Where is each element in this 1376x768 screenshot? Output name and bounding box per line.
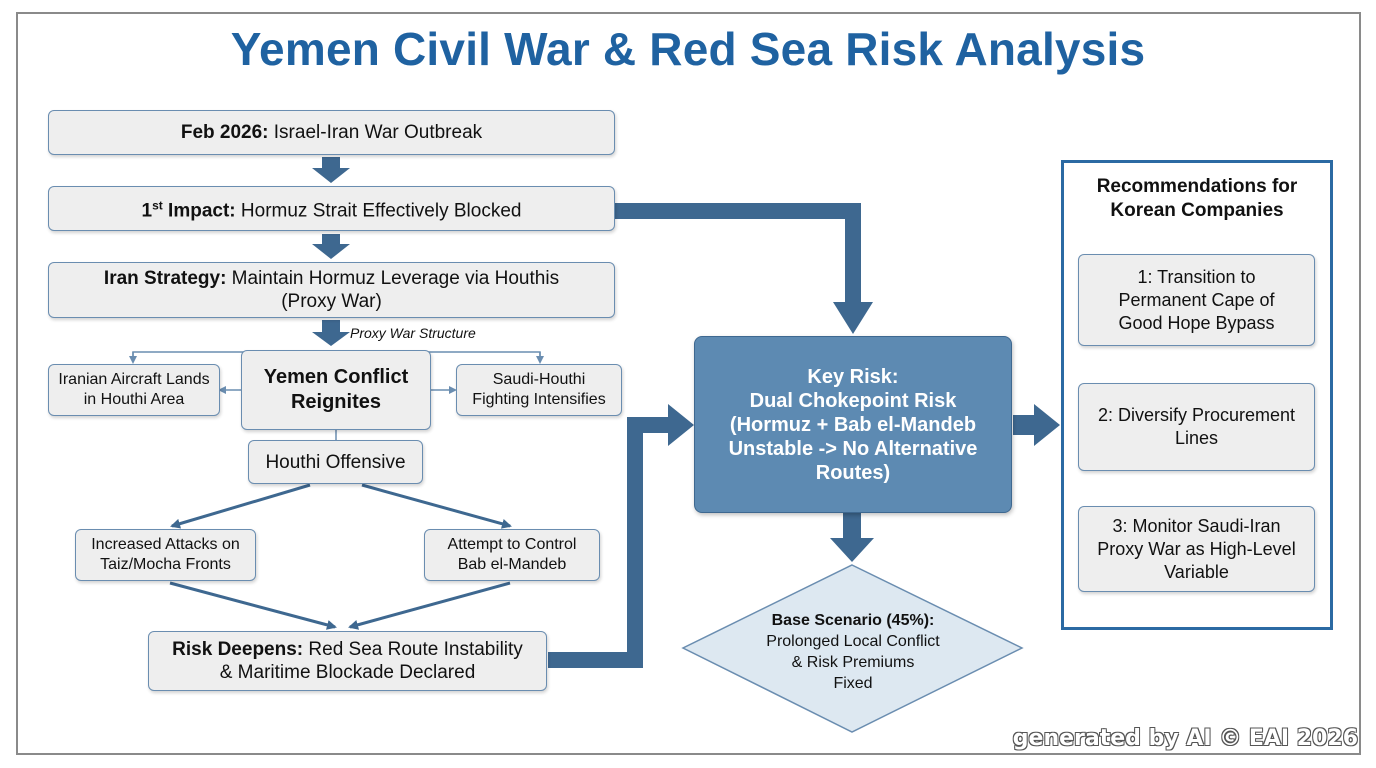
arrow-down-3 xyxy=(312,320,350,346)
arrow-down-1 xyxy=(312,157,350,183)
riskdeepens-to-keyrisk-arrow xyxy=(548,404,694,668)
proxy-war-structure-label: Proxy War Structure xyxy=(350,325,476,341)
offensive-to-bab xyxy=(361,483,512,529)
iran-strategy-box: Iran Strategy: Maintain Hormuz Leverage … xyxy=(48,262,615,318)
key-risk-box: Key Risk: Dual Chokepoint Risk (Hormuz +… xyxy=(694,336,1012,513)
base-scenario-line: Fixed xyxy=(833,675,873,692)
key-risk-line: (Hormuz + Bab el-Mandeb xyxy=(729,413,977,436)
taiz-to-risk xyxy=(169,581,337,630)
base-scenario-line: & Risk Premiums xyxy=(791,654,915,671)
base-scenario-diamond xyxy=(681,564,1024,733)
base-scenario-line: Prolonged Local Conflict xyxy=(766,633,940,650)
key-risk-line: Unstable -> No Alternative xyxy=(728,437,978,460)
arrow-down-2 xyxy=(312,234,350,259)
hormuz-to-keyrisk-arrow xyxy=(614,203,873,334)
houthi-offensive-box: Houthi Offensive xyxy=(248,440,423,484)
key-risk-line: Key Risk: xyxy=(807,365,899,388)
recommendations-title: Recommendations for Korean Companies xyxy=(1096,176,1298,221)
risk-deepens-box: Risk Deepens: Red Sea Route Instability&… xyxy=(148,631,547,691)
base-scenario-text: Base Scenario (45%): Prolonged Local Con… xyxy=(740,610,966,694)
page-title: Yemen Civil War & Red Sea Risk Analysis xyxy=(230,23,1146,75)
feb-2026-box: Feb 2026: Israel-Iran War Outbreak xyxy=(48,110,615,155)
key-risk-line: Dual Chokepoint Risk xyxy=(749,389,957,412)
key-risk-line: Routes) xyxy=(815,461,891,484)
first-impact-box: 1st Impact: Hormuz Strait Effectively Bl… xyxy=(48,186,615,231)
offensive-to-taiz xyxy=(170,483,311,529)
watermark: generated by AI © EAI 2026 xyxy=(1012,726,1358,751)
keyrisk-to-reco-arrow xyxy=(1013,404,1060,446)
bab-to-risk xyxy=(348,581,511,630)
keyrisk-to-scenario-arrow xyxy=(830,513,874,562)
base-scenario-heading: Base Scenario (45%): xyxy=(771,612,935,629)
